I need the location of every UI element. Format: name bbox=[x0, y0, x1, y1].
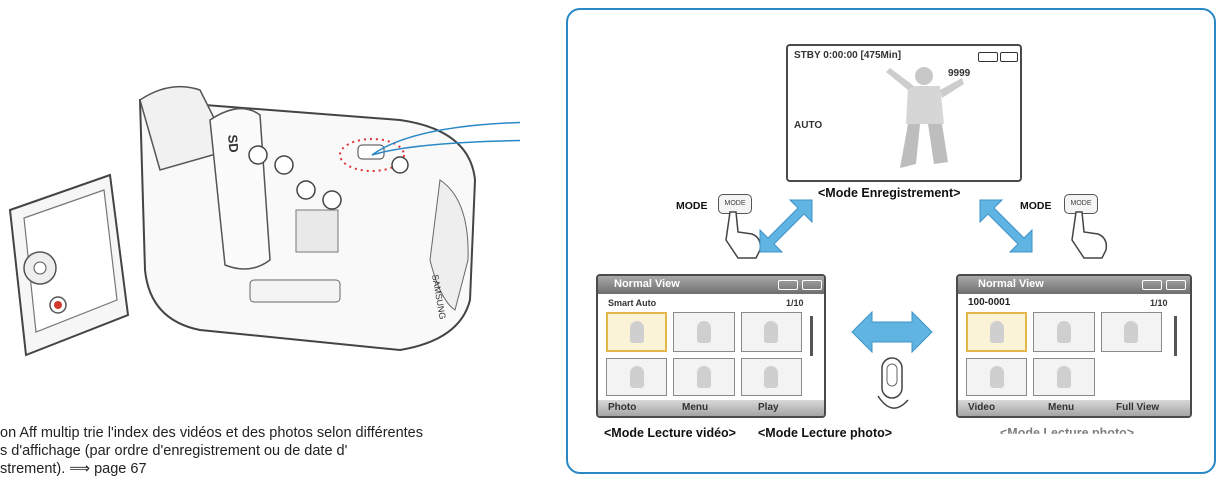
thumbnail[interactable] bbox=[966, 358, 1028, 396]
video-bottom-photo: Photo bbox=[608, 402, 637, 413]
photo-bottom-video: Video bbox=[968, 402, 996, 413]
thumbnail[interactable] bbox=[1033, 312, 1095, 352]
battery-icon bbox=[802, 280, 822, 290]
model-text: SD bbox=[225, 134, 242, 153]
scrollbar bbox=[810, 316, 813, 356]
caption-photo-mode-cut: <Mode Lecture photo> bbox=[1000, 426, 1135, 440]
thumbnail[interactable] bbox=[740, 358, 802, 396]
video-bottom-play: Play bbox=[758, 402, 779, 413]
arrow-record-photo-icon bbox=[979, 199, 1033, 253]
caption-video-mode: <Mode Lecture vidéo> bbox=[604, 426, 736, 440]
photo-folder: 100-0001 bbox=[968, 297, 1011, 308]
thumbnail[interactable] bbox=[606, 358, 668, 396]
thumbnail[interactable] bbox=[1100, 312, 1162, 352]
thumbnail[interactable] bbox=[740, 312, 802, 352]
mode-label-right: MODE bbox=[1020, 200, 1052, 212]
record-mode-screen: STBY 0:00:00 [475Min] 9999 AUTO bbox=[786, 44, 1022, 182]
mode-label-left: MODE bbox=[676, 200, 708, 212]
caption-record-mode: <Mode Enregistrement> bbox=[818, 186, 961, 200]
hand-pointer-icon-right bbox=[1071, 211, 1108, 259]
jumping-person-photo bbox=[886, 67, 964, 168]
camcorder-illustration: SAMSUNG SD bbox=[8, 85, 520, 357]
card-icon bbox=[1142, 280, 1162, 290]
body-text-line-3: strement). ⟹ page 67 bbox=[0, 461, 147, 477]
battery-icon bbox=[1166, 280, 1186, 290]
card-icon bbox=[778, 280, 798, 290]
thumbnail[interactable] bbox=[673, 312, 735, 352]
photo-thumbnail-grid bbox=[966, 312, 1162, 396]
card-icon bbox=[978, 52, 998, 62]
photo-bottom-menu: Menu bbox=[1048, 402, 1075, 413]
photo-screen-title: Normal View bbox=[978, 278, 1044, 290]
arrow-record-video-icon bbox=[759, 199, 813, 253]
hand-pointer-icon-left bbox=[725, 211, 762, 259]
video-counter: 1/10 bbox=[786, 298, 804, 308]
arrow-video-photo-icon bbox=[851, 310, 933, 354]
body-text-line-1: on Aff multip trie l'index des vidéos et… bbox=[0, 425, 423, 441]
thumbnail[interactable] bbox=[673, 358, 735, 396]
video-playback-screen: Normal View Smart Auto 1/10 Photo Menu P… bbox=[596, 274, 826, 418]
finger-swipe-icon bbox=[877, 357, 909, 409]
thumbnail[interactable] bbox=[966, 312, 1028, 352]
video-screen-title: Normal View bbox=[614, 278, 680, 290]
photo-counter: 1/10 bbox=[1150, 298, 1168, 308]
photo-bottom-full-view: Full View bbox=[1116, 402, 1160, 413]
body-text-line-2: s d'affichage (par ordre d'enregistremen… bbox=[0, 443, 348, 459]
video-thumbnail-grid bbox=[606, 312, 802, 396]
thumbnail[interactable] bbox=[606, 312, 668, 352]
caption-photo-mode: <Mode Lecture photo> bbox=[758, 426, 893, 440]
video-sub-label: Smart Auto bbox=[608, 298, 657, 308]
photo-playback-screen: Normal View 100-0001 1/10 Video Menu Ful… bbox=[956, 274, 1192, 418]
record-count: 9999 bbox=[948, 68, 971, 79]
mode-diagram-panel bbox=[566, 8, 1216, 474]
thumbnail[interactable] bbox=[1033, 358, 1095, 396]
video-bottom-menu: Menu bbox=[682, 402, 709, 413]
scrollbar bbox=[1174, 316, 1177, 356]
record-status: STBY 0:00:00 [475Min] bbox=[794, 50, 902, 61]
battery-icon bbox=[1000, 52, 1018, 62]
auto-label: AUTO bbox=[794, 120, 823, 131]
